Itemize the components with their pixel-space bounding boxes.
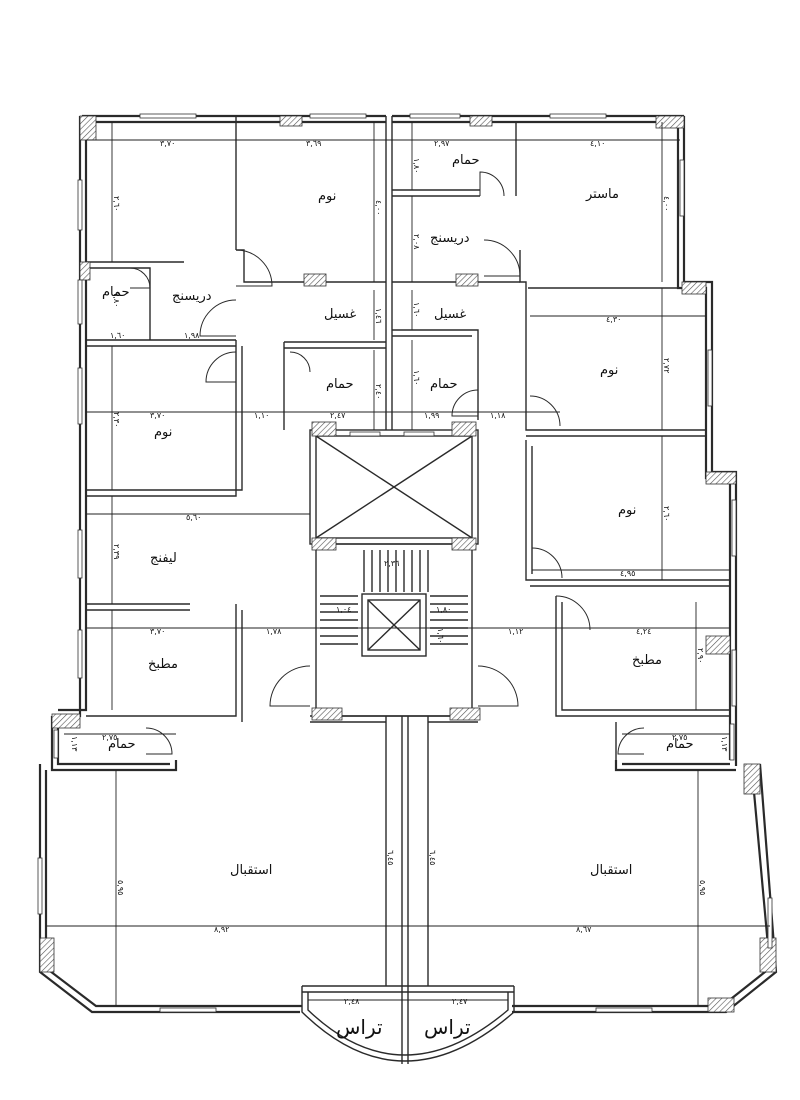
dim-label: ١,٨٠	[412, 158, 421, 173]
dim-label: ٤,٠٠	[662, 196, 671, 211]
room-label-kitchen: مطبخ	[632, 653, 662, 668]
dim-label: ٥,٩٥	[698, 880, 707, 895]
dim-label: ١,٦٠	[412, 370, 421, 385]
room-label-laundry: غسيل	[434, 307, 466, 322]
interior-walls	[86, 116, 730, 1064]
room-label-bedroom: نوم	[154, 425, 172, 440]
room-label-bedroom: نوم	[318, 189, 336, 204]
dim-label: ٥,٦٠	[186, 513, 201, 522]
dim-label: ٤,١٠	[590, 139, 605, 148]
dim-label: ٤,٩٥	[620, 569, 635, 578]
dim-label: ١,٦٠	[412, 302, 421, 317]
room-label-kitchen: مطبخ	[148, 657, 178, 672]
dim-label: ٢,٩٠	[696, 648, 705, 663]
room-label-reception: استقبال	[590, 863, 632, 878]
columns	[39, 115, 777, 1013]
dim-label: ١,٩٩	[424, 411, 439, 420]
room-label-bath: حمام	[108, 737, 136, 752]
dim-label: ٢,٤٧	[330, 411, 346, 420]
dim-label: ١,٦٠	[110, 331, 125, 340]
dim-label: ٣,٧٠	[160, 139, 175, 148]
room-label-master: ماستر	[585, 187, 619, 202]
dim-label: ١,٨٠	[436, 605, 451, 614]
dim-label: ٨,٦٧	[576, 925, 592, 934]
dim-label: ١,١٠	[254, 411, 269, 420]
dim-label: ١,٠٤	[336, 605, 351, 614]
dim-label: ٢,٩٧	[434, 139, 450, 148]
room-label-living: ليفنج	[150, 551, 177, 566]
dim-label: ٦,٤٥	[428, 850, 437, 865]
dim-label: ٨,٩٢	[214, 925, 229, 934]
dim-label: ١,١٣	[720, 736, 729, 752]
windows	[37, 113, 773, 1013]
dim-label: ١,٤٦	[374, 308, 383, 323]
room-label-bath: حمام	[452, 153, 480, 168]
doors	[129, 171, 645, 755]
room-labels: نوم ماستر حمام دريسنج حمام دريسنج غسيل غ…	[102, 153, 694, 1039]
dim-label: ١,١٢	[508, 627, 523, 636]
dim-label: ١,٦٠	[436, 628, 445, 643]
dim-label: ٤,٢٤	[636, 627, 651, 636]
dim-label: ٢,٤٨	[344, 997, 360, 1006]
room-label-bedroom: نوم	[600, 363, 618, 378]
dim-label: ٢,٤٧	[452, 997, 468, 1006]
dim-label: ٢,٧٥	[102, 733, 117, 742]
dim-label: ٢,٣٦	[384, 559, 399, 568]
room-label-reception: استقبال	[230, 863, 272, 878]
room-label-laundry: غسيل	[324, 307, 356, 322]
room-label-bath: حمام	[326, 377, 354, 392]
dim-label: ٣,٧٠	[150, 627, 165, 636]
dim-label: ٤,٠٠	[374, 200, 383, 215]
dim-label: ٣,٧٠	[150, 411, 165, 420]
dimension-labels: ٣,٧٠ ٣,٦٩ ٢,٩٧ ٤,١٠ ٢,٦٠ ٤,٠٠ ١,٨٠ ٤,٠٠ …	[70, 139, 729, 1006]
dim-label: ٢,٠٨	[412, 234, 421, 250]
dim-label: ٦,٤٥	[386, 850, 395, 865]
dim-label: ٢,٧٥	[672, 733, 687, 742]
dim-label: ٢,٤٠	[374, 384, 383, 399]
room-label-bath: حمام	[430, 377, 458, 392]
dim-label: ٢,٦٠	[112, 196, 121, 211]
dim-label: ٤,٣٠	[606, 315, 621, 324]
dim-label: ٢,٣٠	[112, 412, 121, 427]
dim-label: ٣,٦٩	[306, 139, 321, 148]
dim-label: ١,١٨	[490, 411, 506, 420]
dim-label: ٢,٣٩	[112, 544, 121, 559]
dim-label: ٢,٧٢	[662, 358, 671, 373]
room-label-bedroom: نوم	[618, 503, 636, 518]
dim-label: ١,٨٠	[112, 292, 121, 307]
dim-label: ٢,٦٠	[662, 506, 671, 521]
room-label-terrace: تراس	[424, 1015, 471, 1039]
room-label-dressing: دريسنج	[172, 289, 212, 304]
room-label-bath: حمام	[102, 285, 130, 300]
room-label-terrace: تراس	[336, 1015, 383, 1039]
dim-label: ١,١٣	[70, 736, 79, 752]
dimension-lines	[46, 122, 770, 1006]
dim-label: ١,٧٨	[266, 627, 282, 636]
dim-label: ١,٩٨	[184, 331, 200, 340]
room-label-bath: حمام	[666, 737, 694, 752]
room-label-dressing: دريسنج	[430, 231, 470, 246]
dim-label: ٥,٩٥	[116, 880, 125, 895]
